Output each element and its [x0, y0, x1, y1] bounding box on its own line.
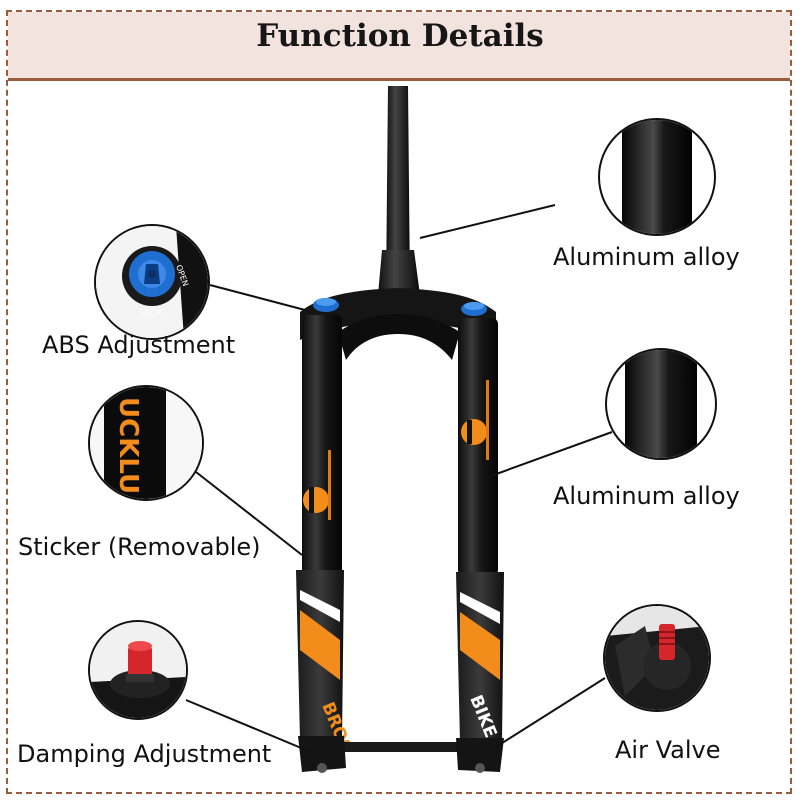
- label-sticker: Sticker (Removable): [18, 533, 261, 561]
- detail-circle-sticker: UCKLU: [88, 385, 204, 501]
- leader-damping: [185, 699, 319, 756]
- page-title: Function Details: [256, 18, 544, 54]
- leader-mid-right: [487, 431, 613, 478]
- label-aluminum-alloy-top: Aluminum alloy: [553, 243, 740, 271]
- detail-circle-aluminum-mid: [605, 348, 717, 460]
- leader-sticker: [195, 471, 303, 556]
- label-air-valve: Air Valve: [615, 736, 721, 764]
- right-stanchion: [458, 318, 498, 576]
- detail-circle-damping: [88, 620, 188, 720]
- thru-axle: [316, 742, 486, 752]
- left-stanchion: [302, 315, 342, 575]
- knob-lock-text: LOCK: [140, 309, 162, 318]
- header-band: [8, 12, 790, 78]
- sticker-text: UCKLU: [113, 397, 143, 494]
- steerer-tube: [386, 86, 410, 290]
- leader-abs: [209, 284, 306, 311]
- right-stanchion-decal: [461, 380, 489, 460]
- leader-air: [487, 677, 606, 753]
- air-valve-icon: [659, 624, 675, 660]
- dashed-frame: [6, 10, 792, 794]
- leader-top-right: [419, 204, 556, 239]
- label-abs-adjustment: ABS Adjustment: [42, 331, 236, 359]
- left-stanchion-decal: [303, 450, 331, 520]
- damping-knob-icon: [128, 646, 152, 682]
- detail-circle-air-valve: [603, 604, 711, 712]
- label-damping-adjustment: Damping Adjustment: [17, 740, 272, 768]
- label-aluminum-alloy-mid: Aluminum alloy: [553, 482, 740, 510]
- header-divider: [8, 78, 790, 81]
- detail-circle-aluminum-top: [598, 118, 716, 236]
- detail-circle-abs: LOCK OPEN: [94, 224, 210, 340]
